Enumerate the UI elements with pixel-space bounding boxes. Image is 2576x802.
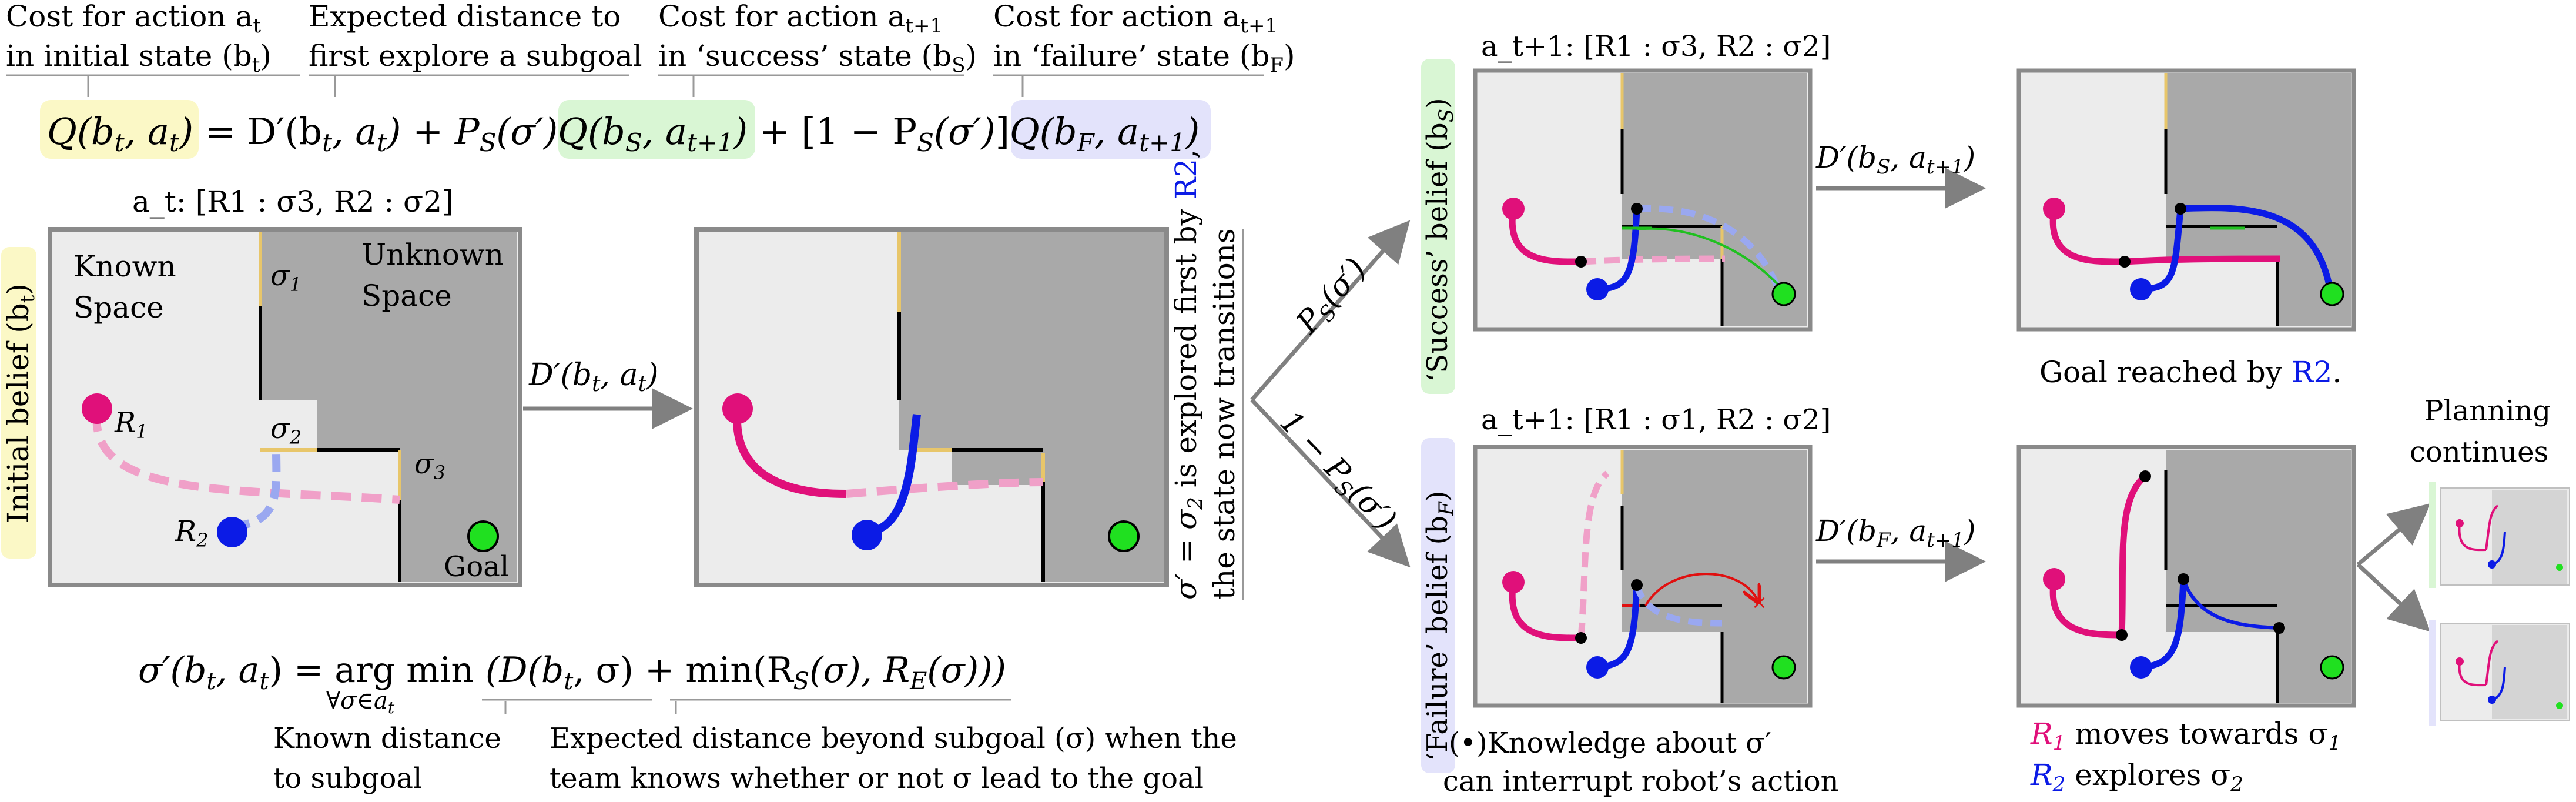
equation-sigma: σ′(bt, at) = arg min(D(bt, σ) + min(RS(σ… xyxy=(138,650,1006,717)
branch-fail-label: 1 − PS(σ′) xyxy=(1270,404,1403,540)
annot-cost-at-2: in initial state (bt) xyxy=(6,39,272,77)
r1-moves-text: R1 moves towards σ1 xyxy=(2030,717,2341,755)
r2-traveled-path xyxy=(866,414,921,536)
initial-map: Known Space Unknown Space σ1 σ2 σ3 R1 R2… xyxy=(48,227,522,587)
highlight-q-bf xyxy=(1011,100,1211,159)
known-space-label-1: Known xyxy=(73,249,176,283)
branch-ps-label: PS(σ′) xyxy=(1289,252,1376,343)
arrow-label-d-bt: D′(bt, at) xyxy=(528,357,658,396)
svg-text:×: × xyxy=(1751,591,1767,613)
r2-planned-path xyxy=(232,449,281,530)
highlight-q-bt xyxy=(40,100,199,159)
top-annotations: Cost for action at in initial state (bt)… xyxy=(6,0,1295,97)
failure-map: × xyxy=(1473,445,1813,708)
sigma1-label: σ1 xyxy=(270,259,302,296)
r2-label: R2 xyxy=(175,515,209,552)
known-space-label-2: Space xyxy=(73,290,164,325)
equation-main: Q(bt, at) = D′(bt, at) + PS(σ′)Q(bS, at+… xyxy=(47,110,1200,157)
unknown-region xyxy=(899,232,1164,582)
r1-planned-path xyxy=(92,411,400,504)
r1-label: R1 xyxy=(114,406,148,443)
initial-side-label: Initial belief (bt) xyxy=(1,283,39,523)
annot-cost-at: Cost for action at xyxy=(6,0,261,38)
annot-cost-failure-2: in ‘failure’ state (bF) xyxy=(993,39,1295,77)
note-known-2: to subgoal xyxy=(273,762,422,795)
robot-r2 xyxy=(217,517,247,547)
goal-marker xyxy=(467,520,499,552)
goal-reached-text: Goal reached by R2. xyxy=(2039,355,2341,389)
r2-explores-text: R2 explores σ2 xyxy=(2030,758,2243,796)
unknown-space-label-1: Unknown xyxy=(361,238,504,272)
unknown-region xyxy=(2166,450,2351,703)
robot-r2 xyxy=(852,520,882,550)
equation-q-main: Q(bt, at) = D′(bt, at) + PS(σ′)Q(bS, at+… xyxy=(47,110,1200,157)
planning-text-2: continues xyxy=(2410,436,2548,469)
robot-r1-start xyxy=(722,393,753,424)
goal-marker xyxy=(1108,520,1140,552)
r1-traveled-path xyxy=(733,408,847,498)
failure-side-label: ‘Failure’ belief (bF) xyxy=(1421,491,1458,761)
highlight-q-bs xyxy=(558,100,755,159)
failure-final-map xyxy=(2016,445,2356,708)
unknown-space-label-2: Space xyxy=(361,279,452,313)
arrow-continue-down xyxy=(2356,563,2431,632)
annot-expected-2: first explore a subgoal xyxy=(309,39,642,73)
sigma2-label: σ2 xyxy=(270,412,302,449)
r1-planned-path xyxy=(846,478,1044,498)
annot-cost-failure-1: Cost for action at+1 xyxy=(993,0,1278,38)
annot-expected-1: Expected distance to xyxy=(309,0,621,34)
unknown-region xyxy=(260,232,517,582)
success-map xyxy=(1473,68,1813,332)
arrow-failure-branch xyxy=(1250,398,1411,568)
goal-label: Goal xyxy=(444,550,509,583)
unknown-region xyxy=(2166,73,2351,326)
initial-side-highlight xyxy=(1,247,36,559)
success-assignment: a_t+1: [R1 : σ3, R2 : σ2] xyxy=(1481,30,1831,63)
knowledge-note-2: can interrupt robot’s action xyxy=(1443,765,1839,798)
sigma3-label: σ3 xyxy=(414,447,445,484)
mid-map xyxy=(694,227,1169,587)
robot-r1 xyxy=(82,393,112,424)
knowledge-note-1: (•)Knowledge about σ′ xyxy=(1449,727,1771,760)
note-known-1: Known distance xyxy=(273,722,501,755)
arrow-continue-up xyxy=(2356,503,2431,566)
success-final-map xyxy=(2016,68,2356,332)
success-side-label: ‘Success’ belief (bS) xyxy=(1421,98,1458,382)
failure-assignment: a_t+1: [R1 : σ1, R2 : σ2] xyxy=(1481,403,1831,436)
note-expected-2: team knows whether or not σ lead to the … xyxy=(550,762,1204,795)
argmin-subscript: ∀σ∈at xyxy=(326,687,395,717)
success-side-highlight xyxy=(1421,59,1455,394)
arrow-label-d-bf: D′(bF, at+1) xyxy=(1815,514,1975,552)
mini-map-1 xyxy=(2429,482,2570,588)
vertical-text-1: σ′ = σ2 is explored first by R2, xyxy=(1169,149,1207,600)
arrow-label-d-bs: D′(bS, at+1) xyxy=(1815,141,1975,179)
transition-explanation: σ′ = σ2 is explored first by R2, the sta… xyxy=(1169,149,1244,600)
initial-assignment: a_t: [R1 : σ3, R2 : σ2] xyxy=(132,185,454,219)
planning-text-1: Planning xyxy=(2424,395,2551,427)
arrow-success-branch xyxy=(1250,220,1411,402)
annot-cost-success-2: in ‘success’ state (bS) xyxy=(658,39,977,77)
unknown-region xyxy=(1622,450,1807,703)
note-expected-1: Expected distance beyond subgoal (σ) whe… xyxy=(550,722,1237,755)
vertical-text-2: the state now transitions xyxy=(1207,228,1241,600)
mini-map-2 xyxy=(2429,620,2570,726)
failure-side-highlight xyxy=(1421,438,1455,773)
annot-cost-success-1: Cost for action at+1 xyxy=(658,0,943,38)
equation-sigma-text: σ′(bt, at) = arg min(D(bt, σ) + min(RS(σ… xyxy=(138,650,1006,695)
